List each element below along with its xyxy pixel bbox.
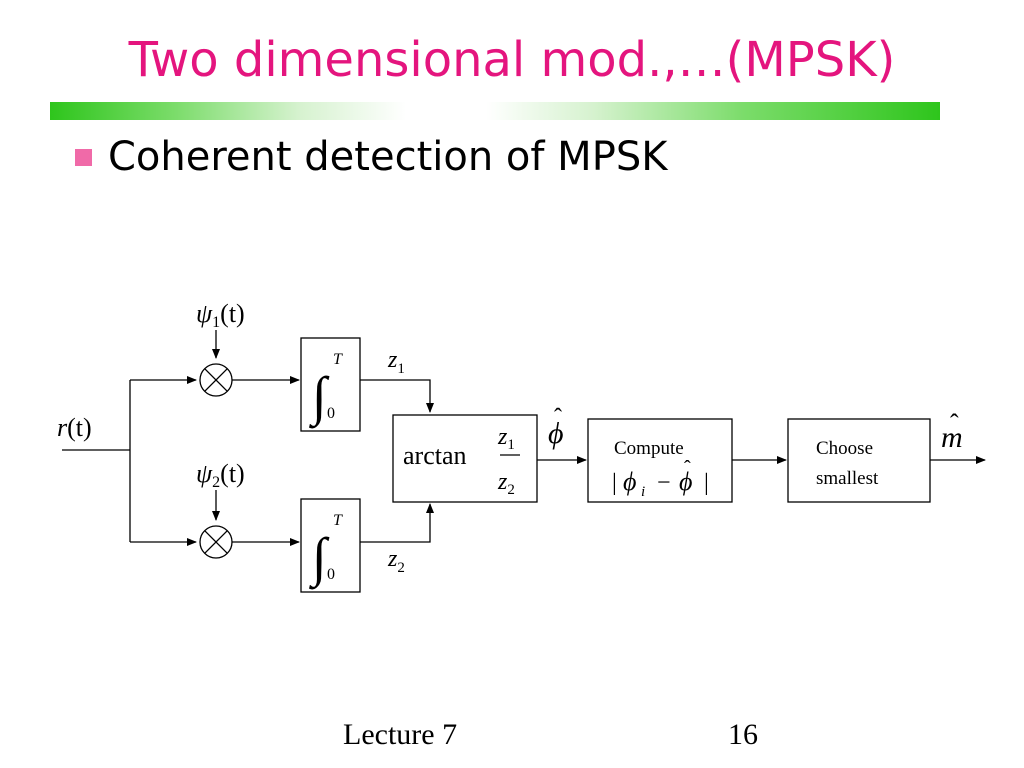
multiplier-1-icon	[199, 363, 233, 397]
integral-1-lower: 0	[327, 405, 335, 422]
z1-wire-label: z1	[387, 347, 405, 377]
phi-hat-label: ϕ	[548, 417, 564, 450]
compute-phi-sub: i	[641, 484, 645, 500]
compute-label: Compute	[614, 438, 684, 459]
integrator-2-box	[300, 498, 361, 593]
integral-2-upper: T	[333, 512, 343, 529]
compute-phi-hat: ϕ	[679, 467, 692, 496]
arctan-label: arctan	[403, 441, 467, 470]
compute-bar-left: |	[612, 470, 617, 496]
choose-label-line1: Choose	[816, 438, 873, 459]
choose-label-line2: smallest	[816, 468, 879, 489]
footer-page-number: 16	[728, 718, 758, 751]
arctan-denominator: z2	[497, 469, 515, 498]
z2-path	[360, 503, 434, 543]
basis1-label: ψ1(t)	[196, 299, 245, 331]
arctan-box	[392, 414, 538, 503]
phi-hat-accent: ˆ	[554, 405, 562, 431]
multiplier-2-icon	[199, 525, 233, 559]
compute-minus: −	[657, 470, 671, 496]
slide-title: Two dimensional mod.,…(MPSK)	[128, 32, 896, 88]
integral-2-lower: 0	[327, 566, 335, 583]
integral-sign-1: ∫	[309, 366, 330, 429]
input-label: r(t)	[57, 413, 92, 442]
m-hat-label: m	[941, 421, 963, 454]
compute-bar-right: |	[704, 470, 709, 496]
integral-1-upper: T	[333, 351, 343, 368]
arctan-numerator: z1	[497, 424, 515, 453]
z1-path	[360, 379, 434, 413]
basis2-label: ψ2(t)	[196, 459, 245, 491]
integrator-1-box	[300, 337, 361, 432]
compute-phi-i: ϕ	[623, 467, 636, 496]
z2-wire-label: z2	[387, 546, 405, 576]
bullet-text: Coherent detection of MPSK	[108, 134, 668, 180]
compute-phi-hat-accent: ˆ	[684, 457, 691, 479]
title-divider-bar	[50, 102, 940, 120]
m-hat-accent: ˆ	[950, 409, 959, 438]
footer-lecture: Lecture 7	[343, 718, 458, 751]
bullet-square-icon	[75, 149, 92, 166]
choose-box	[787, 418, 931, 503]
integral-sign-2: ∫	[309, 527, 330, 590]
